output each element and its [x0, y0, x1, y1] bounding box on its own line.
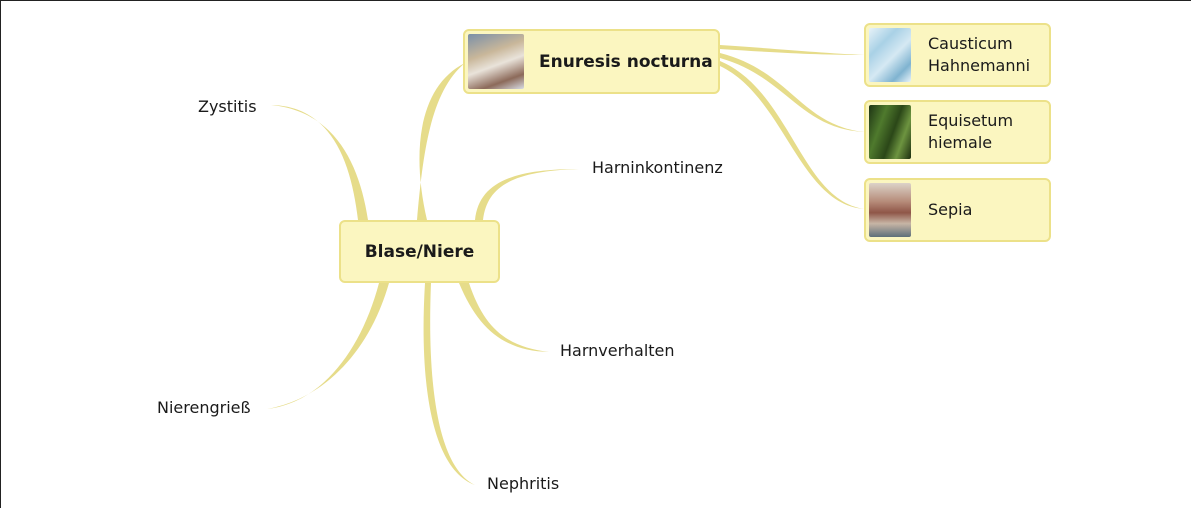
- link-center-to-zystitis: [271, 105, 368, 220]
- crystal-image: [869, 28, 911, 82]
- remedy-label-causticum: Causticum Hahnemanni: [928, 25, 1030, 85]
- remedy-node-equisetum[interactable]: Equisetum hiemale: [864, 100, 1051, 164]
- link-center-to-harnverhalten: [459, 283, 549, 352]
- branch-label-harninkontinenz[interactable]: Harninkontinenz: [592, 158, 723, 177]
- link-center-to-nierengriess: [267, 283, 389, 409]
- remedy-node-causticum[interactable]: Causticum Hahnemanni: [864, 23, 1051, 87]
- link-main-to-sepia: [720, 61, 865, 209]
- sepia-image: [869, 183, 911, 237]
- sleeping-child-image: [468, 34, 524, 89]
- topic-label-enuresis: Enuresis nocturna: [539, 51, 713, 72]
- branch-label-zystitis[interactable]: Zystitis: [198, 97, 257, 116]
- link-main-to-causticum: [720, 45, 865, 55]
- remedy-label-line: Hahnemanni: [928, 56, 1031, 75]
- branch-label-nierengriess[interactable]: Nierengrieß: [157, 398, 251, 417]
- central-topic-label: Blase/Niere: [364, 241, 475, 262]
- link-center-to-nephritis: [423, 283, 475, 485]
- link-center-to-main: [417, 63, 465, 220]
- topic-node-enuresis[interactable]: Enuresis nocturna: [463, 29, 720, 94]
- remedy-node-sepia[interactable]: Sepia: [864, 178, 1051, 242]
- horsetail-plant-image: [869, 105, 911, 159]
- branch-label-nephritis[interactable]: Nephritis: [487, 474, 560, 493]
- remedy-label-line: Equisetum: [928, 111, 1014, 130]
- remedy-label-line: Causticum: [928, 34, 1013, 53]
- central-topic-node[interactable]: Blase/Niere: [339, 220, 500, 283]
- branch-label-harnverhalten[interactable]: Harnverhalten: [560, 341, 675, 360]
- remedy-label-line: Sepia: [928, 200, 973, 219]
- link-center-to-harninkontinenz: [475, 169, 579, 220]
- remedy-label-equisetum: Equisetum hiemale: [928, 102, 1013, 162]
- remedy-label-line: hiemale: [928, 133, 993, 152]
- remedy-label-sepia: Sepia: [928, 180, 972, 240]
- link-main-to-equisetum: [720, 53, 865, 132]
